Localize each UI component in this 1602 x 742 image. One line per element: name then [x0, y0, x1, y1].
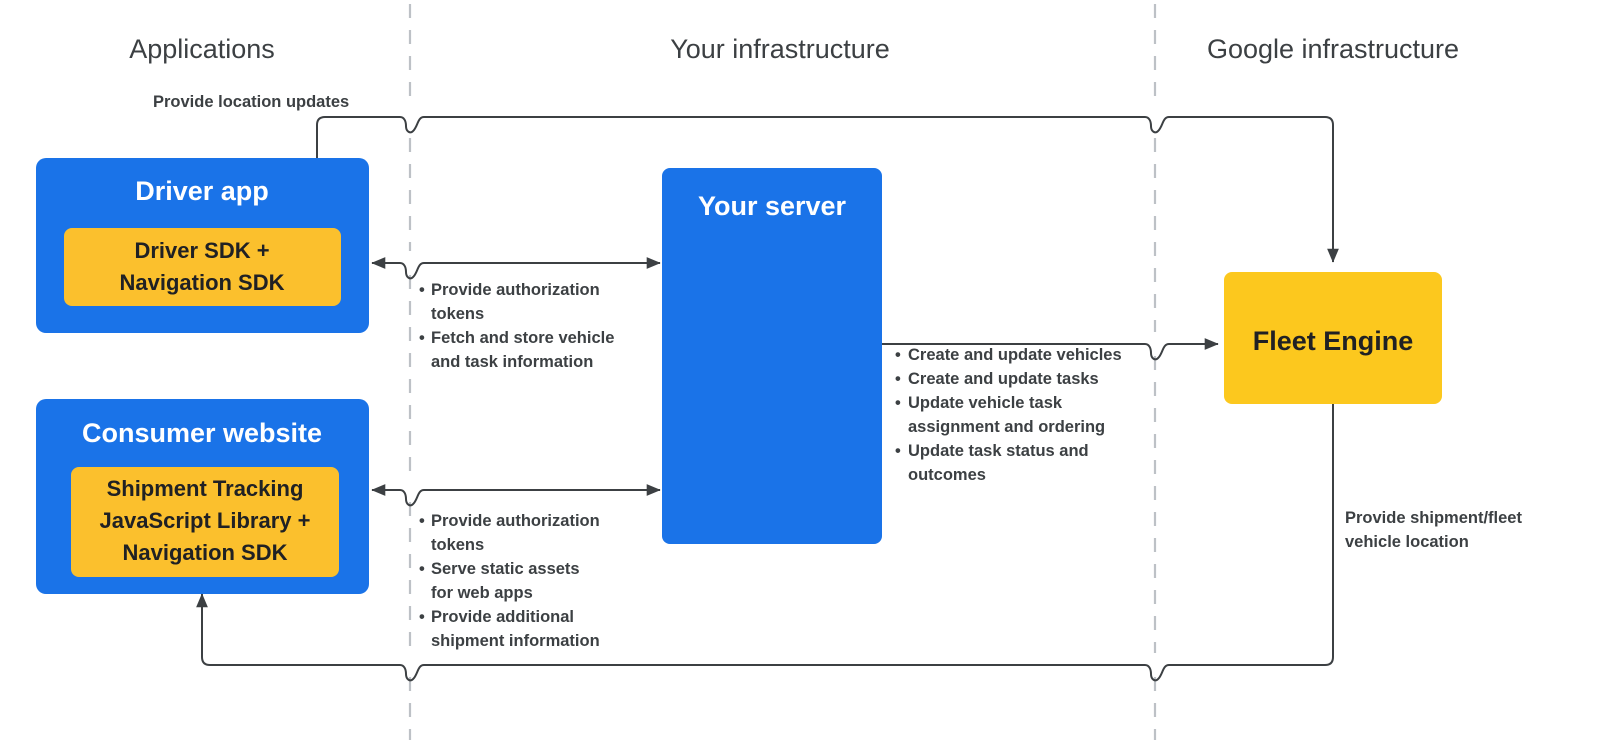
- bullet-line: Update vehicle task: [908, 394, 1063, 412]
- bullet-line: Provide authorization: [431, 512, 600, 530]
- edge-consumer-website-to-server: • Provide authorization tokens • Serve s…: [371, 484, 661, 650]
- zone-dividers: [408, 4, 1157, 740]
- edge-fleet-engine-to-consumer-website: Provide shipment/fleet vehicle location: [196, 404, 1522, 682]
- bullet-glyph: •: [895, 442, 901, 460]
- bullet-line: Fetch and store vehicle: [431, 329, 614, 347]
- node-driver-sdk-box[interactable]: [64, 228, 341, 306]
- edge-path-server-to-fleet-engine: [882, 338, 1219, 361]
- zone-header-your-infrastructure: Your infrastructure: [670, 34, 890, 64]
- node-fleet-engine[interactable]: Fleet Engine: [1224, 272, 1442, 404]
- edge-bullets-server-to-fleet-engine: • Create and update vehicles • Create an…: [895, 346, 1122, 484]
- bullet-line: Create and update vehicles: [908, 346, 1122, 364]
- zone-header-applications: Applications: [129, 34, 275, 64]
- edge-label-provide-location-updates: Provide location updates: [153, 93, 349, 111]
- node-fleet-engine-box[interactable]: [1224, 272, 1442, 404]
- bullet-line: and task information: [431, 353, 593, 371]
- node-driver-sdk-line2: Navigation SDK: [119, 270, 284, 295]
- bullet-glyph: •: [419, 281, 425, 299]
- edge-label-provide-shipment-location-line2: vehicle location: [1345, 533, 1469, 551]
- bullet-glyph: •: [895, 370, 901, 388]
- bullet-line: shipment information: [431, 632, 600, 650]
- node-driver-sdk-line1: Driver SDK +: [134, 238, 269, 263]
- bullet-line: outcomes: [908, 466, 986, 484]
- node-shipment-tracking-line3: Navigation SDK: [122, 540, 287, 565]
- node-shipment-tracking-line2: JavaScript Library +: [100, 508, 311, 533]
- bullet-line: assignment and ordering: [908, 418, 1105, 436]
- bullet-line: Create and update tasks: [908, 370, 1099, 388]
- bullet-line: for web apps: [431, 584, 533, 602]
- node-shipment-tracking-box[interactable]: [71, 467, 339, 577]
- bullet-glyph: •: [419, 329, 425, 347]
- bullet-line: Serve static assets: [431, 560, 580, 578]
- node-consumer-website[interactable]: Consumer website Shipment Tracking JavaS…: [36, 399, 369, 594]
- bullet-glyph: •: [419, 560, 425, 578]
- zone-header-google-infrastructure: Google infrastructure: [1207, 34, 1459, 64]
- bullet-glyph: •: [419, 608, 425, 626]
- node-your-server-title: Your server: [698, 191, 847, 221]
- node-fleet-engine-title: Fleet Engine: [1253, 326, 1414, 356]
- bullet-glyph: •: [895, 394, 901, 412]
- bullet-glyph: •: [419, 512, 425, 530]
- edge-bullets-driver-app-to-server: • Provide authorization tokens • Fetch a…: [419, 281, 614, 371]
- bullet-line: tokens: [431, 305, 484, 323]
- node-consumer-website-title: Consumer website: [82, 418, 322, 448]
- edge-server-to-fleet-engine: • Create and update vehicles • Create an…: [882, 338, 1219, 484]
- bullet-glyph: •: [895, 346, 901, 364]
- edge-path-fleet-engine-to-consumer-website: [196, 404, 1334, 682]
- edge-path-consumer-website-to-server: [371, 484, 661, 507]
- bullet-line: Provide authorization: [431, 281, 600, 299]
- bullet-line: Provide additional: [431, 608, 574, 626]
- edge-driver-app-to-server: • Provide authorization tokens • Fetch a…: [371, 257, 661, 371]
- node-driver-app[interactable]: Driver app Driver SDK + Navigation SDK: [36, 158, 369, 333]
- edge-label-provide-shipment-location-line1: Provide shipment/fleet: [1345, 509, 1522, 527]
- node-your-server-box[interactable]: [662, 168, 882, 544]
- node-your-server[interactable]: Your server: [662, 168, 882, 544]
- node-driver-app-title: Driver app: [135, 176, 269, 206]
- edge-path-driver-app-to-server: [371, 257, 661, 280]
- edge-bullets-consumer-website-to-server: • Provide authorization tokens • Serve s…: [419, 512, 600, 650]
- edge-driver-to-fleet-engine: Provide location updates: [153, 93, 1339, 263]
- bullet-line: tokens: [431, 536, 484, 554]
- bullet-line: Update task status and: [908, 442, 1089, 460]
- edge-path-driver-to-fleet-engine: [316, 116, 1339, 263]
- node-shipment-tracking-line1: Shipment Tracking: [107, 476, 304, 501]
